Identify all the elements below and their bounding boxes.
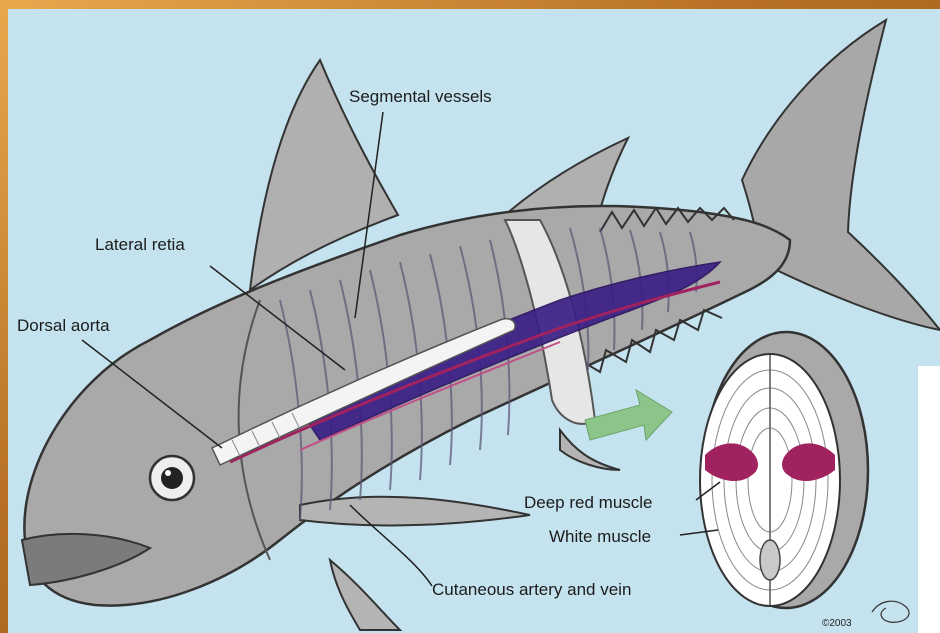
cross-section <box>700 332 868 608</box>
pelvic-fin <box>330 560 400 630</box>
label-lateral-retia: Lateral retia <box>95 235 185 254</box>
white-corner-box <box>918 366 940 633</box>
label-cutaneous-artery-and-vein: Cutaneous artery and vein <box>432 580 631 599</box>
label-deep-red-muscle: Deep red muscle <box>524 493 653 512</box>
artist-signature <box>872 601 909 622</box>
eye-pupil <box>161 467 183 489</box>
label-segmental-vessels: Segmental vessels <box>349 87 492 106</box>
pectoral-fin <box>300 497 530 526</box>
tail-fin <box>742 20 940 330</box>
label-dorsal-aorta: Dorsal aorta <box>17 316 110 335</box>
diagram-panel: Segmental vessels Lateral retia Dorsal a… <box>8 9 940 633</box>
label-white-muscle: White muscle <box>549 527 651 546</box>
tuna-diagram: Segmental vessels Lateral retia Dorsal a… <box>8 9 940 633</box>
copyright-text: ©2003 <box>822 618 852 629</box>
green-arrow <box>585 390 672 440</box>
